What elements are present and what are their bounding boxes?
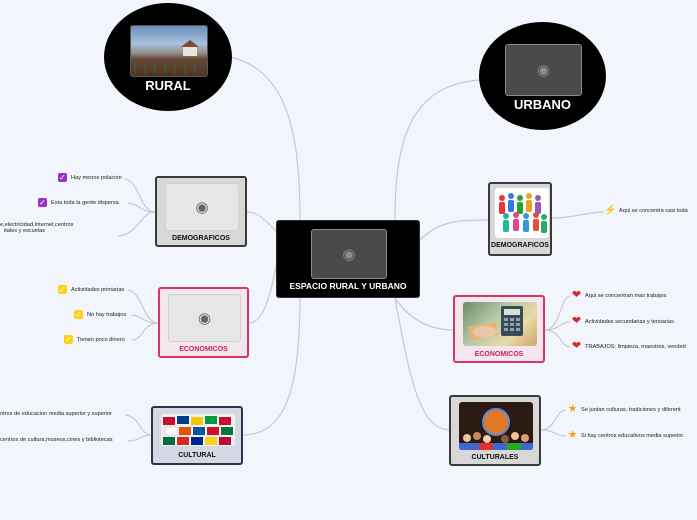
check-icon: ✓ bbox=[64, 334, 73, 344]
rural-cultural-title: CULTURAL bbox=[178, 452, 216, 459]
urbano-title: URBANO bbox=[513, 97, 572, 112]
star-icon: ★ bbox=[567, 403, 578, 415]
leaf-urbano-demo-1[interactable]: ⚡ Aqui se concentra casi toda bbox=[604, 204, 688, 216]
rural-cultural-image bbox=[161, 414, 235, 446]
central-title: ESPACIO RURAL Y URBANO bbox=[289, 281, 407, 291]
rural-economicos-node[interactable]: ◉ ECONOMICOS bbox=[158, 287, 249, 358]
leaf-rural-cult-1[interactable]: ntros de educacion media superior y supe… bbox=[0, 411, 112, 417]
camera-icon: ◉ bbox=[342, 246, 356, 263]
leaf-urbano-eco-3[interactable]: ❤ TRABAJOS: limpieza, maestros, vended bbox=[571, 340, 686, 352]
leaf-urbano-cult-2[interactable]: ★ Si hay centros educativos media superi… bbox=[567, 429, 684, 441]
urbano-demograficos-node[interactable]: DEMOGRAFICOS bbox=[488, 182, 552, 256]
rural-title: RURAL bbox=[145, 78, 191, 93]
rural-cultural-node[interactable]: CULTURAL bbox=[151, 406, 243, 465]
rural-demograficos-image: ◉ bbox=[165, 183, 239, 231]
leaf-rural-cult-2[interactable]: centros de cultura,museos,cines y biblio… bbox=[0, 437, 113, 443]
leaf-rural-demo-1[interactable]: ✓ Hay menos polacion bbox=[58, 172, 122, 182]
urbano-demograficos-title: DEMOGRAFICOS bbox=[491, 242, 549, 249]
camera-icon: ◉ bbox=[197, 310, 212, 327]
urbano-image: ◉ bbox=[505, 44, 582, 96]
leaf-rural-eco-2[interactable]: ✓ No hay trabajos bbox=[74, 309, 127, 319]
rural-demograficos-title: DEMOGRAFICOS bbox=[172, 235, 230, 242]
urbano-economicos-title: ECONOMICOS bbox=[474, 351, 524, 358]
central-topic[interactable]: ◉ ESPACIO RURAL Y URBANO bbox=[276, 220, 420, 298]
rural-demograficos-node[interactable]: ◉ DEMOGRAFICOS bbox=[155, 176, 247, 247]
urbano-node[interactable]: ◉ URBANO bbox=[479, 22, 606, 130]
lightning-icon: ⚡ bbox=[604, 204, 617, 216]
central-image: ◉ bbox=[311, 229, 387, 279]
camera-icon: ◉ bbox=[536, 62, 551, 79]
rural-photo bbox=[130, 25, 208, 77]
leaf-rural-eco-3[interactable]: ✓ Tienen poco dinero bbox=[64, 334, 125, 344]
leaf-rural-demo-2[interactable]: ✓ Esta toda la gente dispersa bbox=[38, 197, 119, 207]
check-icon: ✓ bbox=[74, 309, 83, 319]
leaf-urbano-eco-2[interactable]: ❤ Actividades secundarias y tersiarias bbox=[571, 315, 674, 327]
urbano-culturales-image bbox=[459, 402, 533, 450]
heart-icon: ❤ bbox=[571, 289, 582, 301]
leaf-rural-eco-1[interactable]: ✓ Actividades primarias bbox=[58, 284, 125, 294]
leaf-urbano-cult-1[interactable]: ★ Se juntan culturas, tradiciones y dife… bbox=[567, 403, 681, 415]
camera-icon: ◉ bbox=[195, 199, 209, 216]
heart-icon: ❤ bbox=[571, 340, 582, 352]
urbano-economicos-node[interactable]: ECONOMICOS bbox=[453, 295, 545, 363]
star-icon: ★ bbox=[567, 429, 578, 441]
rural-economicos-image: ◉ bbox=[168, 294, 241, 342]
rural-economicos-title: ECONOMICOS bbox=[179, 346, 228, 353]
urbano-culturales-node[interactable]: CULTURALES bbox=[449, 395, 541, 466]
leaf-urbano-eco-1[interactable]: ❤ Aqui se concentran mas trabajos bbox=[571, 289, 667, 301]
leaf-rural-demo-3[interactable]: e,electricidad,Internet,centros itales y… bbox=[0, 222, 74, 234]
check-icon: ✓ bbox=[58, 172, 67, 182]
heart-icon: ❤ bbox=[571, 315, 582, 327]
urbano-economicos-image bbox=[463, 302, 537, 346]
urbano-demograficos-image bbox=[495, 188, 549, 238]
rural-node[interactable]: RURAL bbox=[104, 3, 232, 111]
urbano-culturales-title: CULTURALES bbox=[471, 454, 519, 461]
check-icon: ✓ bbox=[38, 197, 47, 207]
check-icon: ✓ bbox=[58, 284, 67, 294]
